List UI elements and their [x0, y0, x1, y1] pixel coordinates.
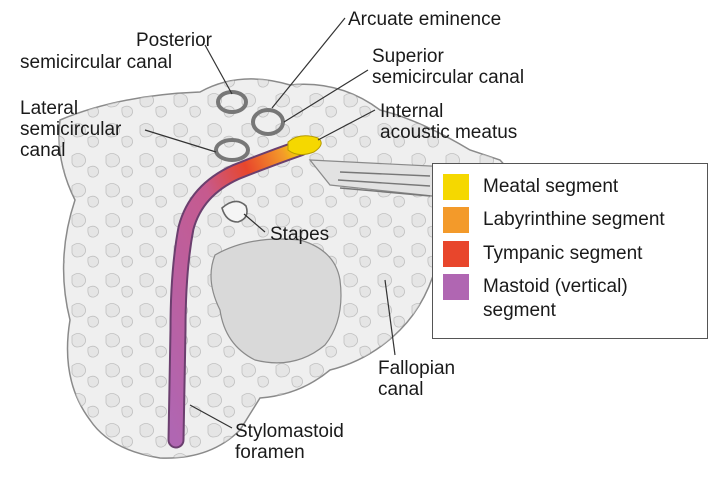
legend-item-meatal: Meatal segment — [443, 174, 618, 200]
label-fallopian-canal: Fallopian canal — [378, 358, 455, 400]
legend-label-mastoid-line2: segment — [483, 298, 628, 322]
label-posterior-line1: Posterior — [100, 30, 212, 51]
label-lateral-line1: Lateral — [20, 98, 121, 119]
legend-swatch-tympanic — [443, 241, 469, 267]
label-stylomastoid-foramen: Stylomastoid foramen — [235, 421, 344, 463]
label-arcuate-text: Arcuate eminence — [348, 9, 501, 30]
label-internal-acoustic-meatus: Internal acoustic meatus — [380, 101, 517, 143]
label-fallopian-line2: canal — [378, 379, 455, 400]
label-arcuate-eminence: Arcuate eminence — [348, 9, 501, 30]
legend-swatch-meatal — [443, 174, 469, 200]
legend-swatch-labyrinthine — [443, 207, 469, 233]
label-fallopian-line1: Fallopian — [378, 358, 455, 379]
label-internal-line2: acoustic meatus — [380, 122, 517, 143]
label-stapes-text: Stapes — [270, 224, 329, 245]
legend-label-mastoid-wrap: Mastoid (vertical) segment — [483, 274, 628, 322]
label-stylomastoid-line2: foramen — [235, 442, 344, 463]
legend-item-mastoid: Mastoid (vertical) segment — [443, 274, 628, 322]
label-superior-line1: Superior — [372, 46, 524, 67]
label-lateral-semicircular-canal: Lateral semicircular canal — [20, 98, 121, 161]
legend-item-labyrinthine: Labyrinthine segment — [443, 207, 665, 233]
legend-label-labyrinthine: Labyrinthine segment — [483, 207, 665, 231]
legend-label-meatal: Meatal segment — [483, 174, 618, 198]
label-superior-line2: semicircular canal — [372, 67, 524, 88]
label-internal-line1: Internal — [380, 101, 517, 122]
legend-swatch-mastoid — [443, 274, 469, 300]
label-lateral-line2: semicircular — [20, 119, 121, 140]
label-lateral-line3: canal — [20, 140, 121, 161]
legend-box: Meatal segment Labyrinthine segment Tymp… — [432, 163, 708, 339]
legend-item-tympanic: Tympanic segment — [443, 241, 642, 267]
label-posterior-line2-wrap: semicircular canal — [20, 52, 172, 73]
label-posterior-line2: semicircular canal — [20, 52, 172, 73]
label-posterior-semicircular-canal: Posterior — [100, 30, 212, 51]
label-superior-semicircular-canal: Superior semicircular canal — [372, 46, 524, 88]
legend-label-mastoid: Mastoid (vertical) — [483, 274, 628, 298]
label-stapes: Stapes — [270, 224, 329, 245]
label-stylomastoid-line1: Stylomastoid — [235, 421, 344, 442]
legend-label-tympanic: Tympanic segment — [483, 241, 642, 265]
